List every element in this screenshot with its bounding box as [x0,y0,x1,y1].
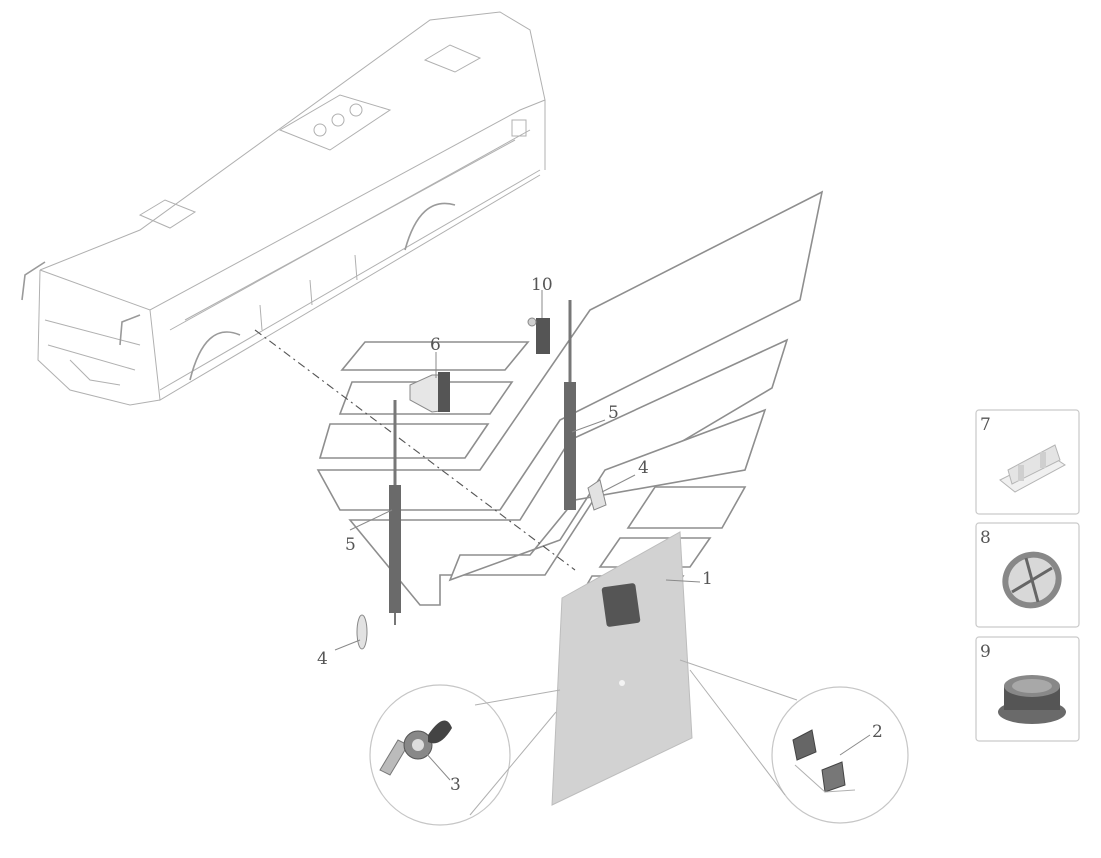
bracket-icon [999,444,1066,493]
callout-3: 3 [450,775,461,795]
leader-lines [334,290,871,781]
door-panel [551,531,693,806]
callout-6: 6 [430,335,441,355]
grille-icon [1002,551,1062,609]
callout-10: 10 [531,275,553,295]
callout-4a: 4 [317,649,328,669]
gas-strut-icon [389,300,576,625]
hinge-icon [409,317,550,413]
callout-8: 8 [980,528,991,548]
callout-7: 7 [980,415,991,435]
assembly-axis-line [254,329,576,571]
callout-2: 2 [872,722,883,742]
callout-4b: 4 [638,458,649,478]
callout-5b: 5 [608,403,619,423]
lock-icon [792,729,856,793]
grommet-icon [998,675,1066,724]
bus-outline-icon [21,11,546,406]
inset-box-9: 9 [975,636,1080,742]
callout-5a: 5 [345,535,356,555]
inset-box-8: 8 [975,522,1080,628]
inset-box-7: 7 [975,409,1080,515]
callout-1: 1 [702,569,713,589]
callout-9: 9 [980,642,991,662]
